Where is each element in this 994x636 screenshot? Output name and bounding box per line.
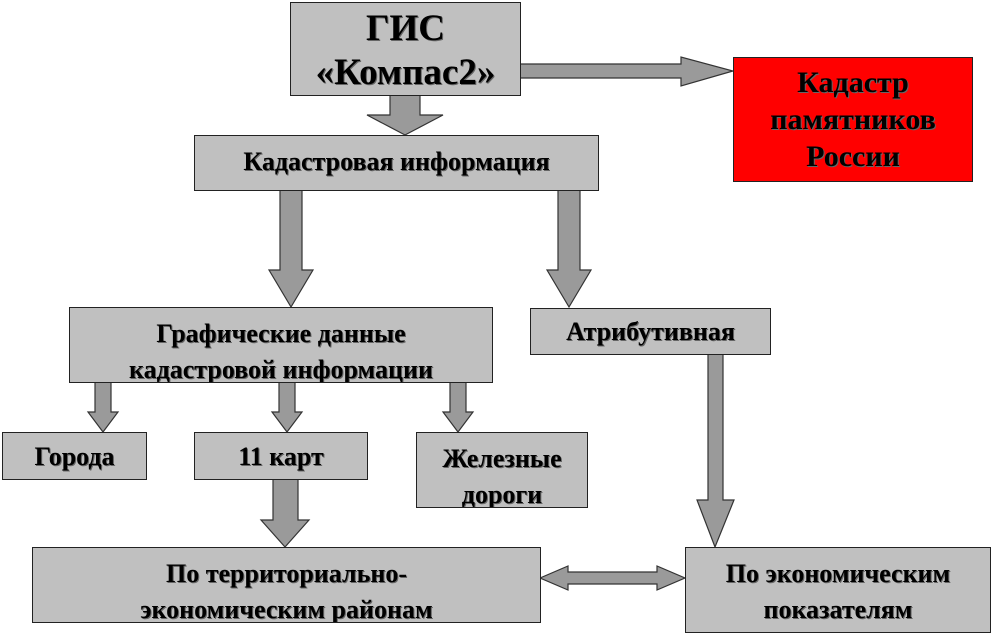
- railways-node: Железные дороги: [416, 432, 588, 508]
- railways-line1: Железные: [442, 444, 562, 473]
- arrow-graphic-to-cities: [86, 381, 120, 433]
- graphic-data-line2: кадастровой информации: [128, 355, 433, 383]
- arrow-graphic-to-maps: [270, 381, 304, 433]
- attributive-label: Атрибутивная: [566, 317, 735, 346]
- arrow-graphic-to-railways: [441, 381, 475, 433]
- arrow-maps-to-territorial: [259, 478, 311, 548]
- cities-node: Города: [2, 432, 147, 480]
- gis-kompas2-node: ГИС «Компас2»: [290, 2, 521, 96]
- arrow-gis-to-cadastral-info: [366, 94, 444, 136]
- territorial-node: По территориально- экономическим районам: [32, 547, 541, 623]
- gis-title: ГИС: [365, 8, 446, 49]
- double-arrow-territorial-economic: [538, 565, 687, 591]
- gis-subtitle: «Компас2»: [315, 52, 496, 93]
- cities-label: Города: [34, 442, 115, 471]
- territorial-line1: По территориально-: [165, 559, 407, 588]
- arrow-gis-to-cadastre: [519, 56, 736, 87]
- cadastre-line1: Кадастр: [797, 66, 909, 99]
- cadastral-info-label: Кадастровая информация: [243, 147, 550, 176]
- railways-line2: дороги: [461, 480, 543, 508]
- cadastre-line2: памятников: [770, 103, 936, 136]
- cadastre-monuments-node: Кадастр памятников России: [733, 57, 973, 182]
- economic-line1: По экономическим: [725, 559, 951, 588]
- economic-node: По экономическим показателям: [685, 547, 991, 633]
- arrow-cadastral-to-attributive: [545, 189, 593, 309]
- arrow-attributive-to-economic: [696, 353, 735, 549]
- economic-line2: показателям: [763, 595, 913, 624]
- maps-label: 11 карт: [238, 442, 324, 471]
- arrow-cadastral-to-graphic: [267, 189, 315, 309]
- cadastral-info-node: Кадастровая информация: [194, 135, 599, 191]
- cadastre-line3: России: [806, 140, 900, 173]
- territorial-line2: экономическим районам: [140, 595, 433, 623]
- maps-node: 11 карт: [194, 432, 368, 480]
- graphic-data-line1: Графические данные: [156, 319, 406, 348]
- graphic-data-node: Графические данные кадастровой информаци…: [69, 307, 493, 383]
- attributive-node: Атрибутивная: [530, 308, 771, 355]
